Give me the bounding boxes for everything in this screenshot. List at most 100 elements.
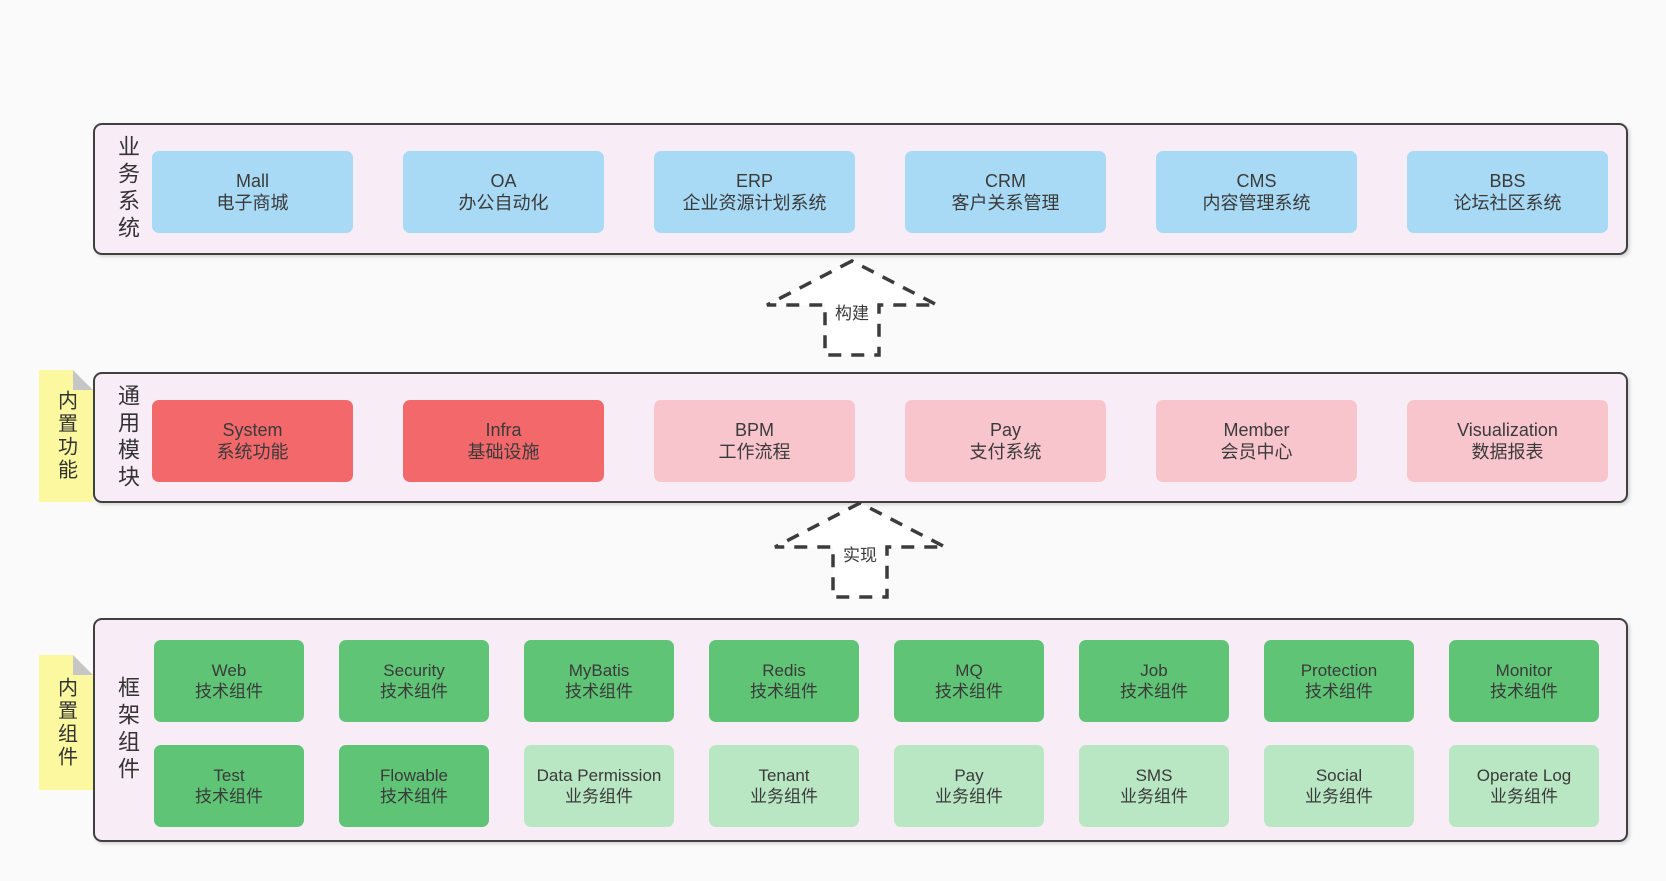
box-title: ERP — [735, 171, 773, 191]
box-title: Security — [383, 661, 445, 680]
box-title: BBS — [1489, 171, 1526, 191]
sticky-note-built-in-components: 内置组件 — [39, 655, 93, 790]
box-member: Member 会员中心 — [1156, 400, 1357, 482]
box-subtitle: 技术组件 — [1305, 682, 1373, 701]
box-pay-system: Pay 支付系统 — [905, 400, 1106, 482]
box-title: CRM — [985, 171, 1026, 191]
box-test: Test 技术组件 — [154, 745, 304, 827]
box-subtitle: 电子商城 — [216, 193, 289, 213]
box-subtitle: 技术组件 — [565, 682, 633, 701]
box-pay-component: Pay 业务组件 — [894, 745, 1044, 827]
box-title: MyBatis — [568, 661, 630, 680]
box-title: Protection — [1300, 661, 1378, 680]
box-infra: Infra 基础设施 — [403, 400, 604, 482]
box-subtitle: 技术组件 — [380, 787, 448, 806]
box-tenant: Tenant 业务组件 — [709, 745, 859, 827]
arrow-build-label: 构建 — [832, 298, 872, 325]
box-subtitle: 技术组件 — [1120, 682, 1188, 701]
box-flowable: Flowable 技术组件 — [339, 745, 489, 827]
box-subtitle: 系统功能 — [216, 442, 289, 462]
box-redis: Redis 技术组件 — [709, 640, 859, 722]
box-subtitle: 技术组件 — [750, 682, 818, 701]
box-title: MQ — [955, 661, 983, 680]
box-system: System 系统功能 — [152, 400, 353, 482]
box-title: Operate Log — [1476, 766, 1572, 785]
box-title: Tenant — [758, 766, 810, 785]
box-title: Social — [1315, 766, 1363, 785]
sticky-fold-icon — [73, 655, 93, 675]
sticky-note-built-in-functions: 内置功能 — [39, 370, 93, 502]
box-title: Monitor — [1495, 661, 1553, 680]
box-title: Redis — [762, 661, 806, 680]
panel-common-modules: 通用模块 System 系统功能 Infra 基础设施 BPM 工作流程 Pay… — [93, 372, 1628, 503]
box-title: BPM — [734, 420, 774, 440]
box-subtitle: 业务组件 — [750, 787, 818, 806]
box-title: System — [222, 420, 283, 440]
box-title: Visualization — [1457, 420, 1558, 440]
box-subtitle: 内容管理系统 — [1202, 193, 1311, 213]
box-subtitle: 业务组件 — [1490, 787, 1558, 806]
panel-framework-side-label: 框架组件 — [115, 676, 140, 784]
box-subtitle: 数据报表 — [1471, 442, 1544, 462]
sticky-built-in-components-label: 内置组件 — [54, 676, 77, 769]
box-subtitle: 办公自动化 — [458, 193, 549, 213]
box-subtitle: 业务组件 — [1120, 787, 1188, 806]
box-title: OA — [490, 171, 517, 191]
business-systems-row: Mall 电子商城 OA 办公自动化 ERP 企业资源计划系统 CRM 客户关系… — [152, 151, 1608, 233]
box-subtitle: 基础设施 — [467, 442, 540, 462]
box-title: Web — [211, 661, 247, 680]
box-subtitle: 技术组件 — [380, 682, 448, 701]
box-subtitle: 支付系统 — [969, 442, 1042, 462]
box-bbs: BBS 论坛社区系统 — [1407, 151, 1608, 233]
box-subtitle: 工作流程 — [718, 442, 791, 462]
box-social: Social 业务组件 — [1264, 745, 1414, 827]
box-sms: SMS 业务组件 — [1079, 745, 1229, 827]
box-title: Test — [213, 766, 245, 785]
box-title: Data Permission — [536, 766, 662, 785]
box-job: Job 技术组件 — [1079, 640, 1229, 722]
box-mall: Mall 电子商城 — [152, 151, 353, 233]
framework-components-row-1: Web 技术组件 Security 技术组件 MyBatis 技术组件 Redi… — [154, 640, 1599, 722]
box-erp: ERP 企业资源计划系统 — [654, 151, 855, 233]
box-subtitle: 客户关系管理 — [951, 193, 1060, 213]
box-subtitle: 会员中心 — [1220, 442, 1293, 462]
box-subtitle: 技术组件 — [195, 682, 263, 701]
box-subtitle: 企业资源计划系统 — [682, 193, 827, 213]
arrow-build: 构建 — [757, 256, 947, 360]
sticky-fold-icon — [73, 370, 93, 390]
box-title: SMS — [1135, 766, 1173, 785]
box-security: Security 技术组件 — [339, 640, 489, 722]
framework-components-row-2: Test 技术组件 Flowable 技术组件 Data Permission … — [154, 745, 1599, 827]
box-subtitle: 业务组件 — [935, 787, 1003, 806]
box-subtitle: 技术组件 — [935, 682, 1003, 701]
arrow-implement-label: 实现 — [840, 540, 880, 567]
box-title: Member — [1223, 420, 1290, 440]
panel-business-systems: 业务系统 Mall 电子商城 OA 办公自动化 ERP 企业资源计划系统 CRM… — [93, 123, 1628, 255]
common-modules-row: System 系统功能 Infra 基础设施 BPM 工作流程 Pay 支付系统… — [152, 400, 1608, 482]
box-oa: OA 办公自动化 — [403, 151, 604, 233]
box-crm: CRM 客户关系管理 — [905, 151, 1106, 233]
box-monitor: Monitor 技术组件 — [1449, 640, 1599, 722]
box-title: Pay — [989, 420, 1022, 440]
panel-framework-components: 框架组件 Web 技术组件 Security 技术组件 MyBatis 技术组件… — [93, 618, 1628, 842]
sticky-built-in-functions-label: 内置功能 — [54, 390, 77, 482]
panel-business-side-label: 业务系统 — [115, 135, 140, 243]
box-title: CMS — [1236, 171, 1277, 191]
box-subtitle: 技术组件 — [1490, 682, 1558, 701]
arrow-implement: 实现 — [765, 498, 955, 602]
box-subtitle: 业务组件 — [1305, 787, 1373, 806]
box-mybatis: MyBatis 技术组件 — [524, 640, 674, 722]
box-data-permission: Data Permission 业务组件 — [524, 745, 674, 827]
box-cms: CMS 内容管理系统 — [1156, 151, 1357, 233]
box-title: Infra — [485, 420, 522, 440]
box-visualization: Visualization 数据报表 — [1407, 400, 1608, 482]
box-mq: MQ 技术组件 — [894, 640, 1044, 722]
box-title: Mall — [235, 171, 269, 191]
box-subtitle: 技术组件 — [195, 787, 263, 806]
box-title: Pay — [954, 766, 984, 785]
box-protection: Protection 技术组件 — [1264, 640, 1414, 722]
box-web: Web 技术组件 — [154, 640, 304, 722]
box-operate-log: Operate Log 业务组件 — [1449, 745, 1599, 827]
box-subtitle: 论坛社区系统 — [1453, 193, 1562, 213]
